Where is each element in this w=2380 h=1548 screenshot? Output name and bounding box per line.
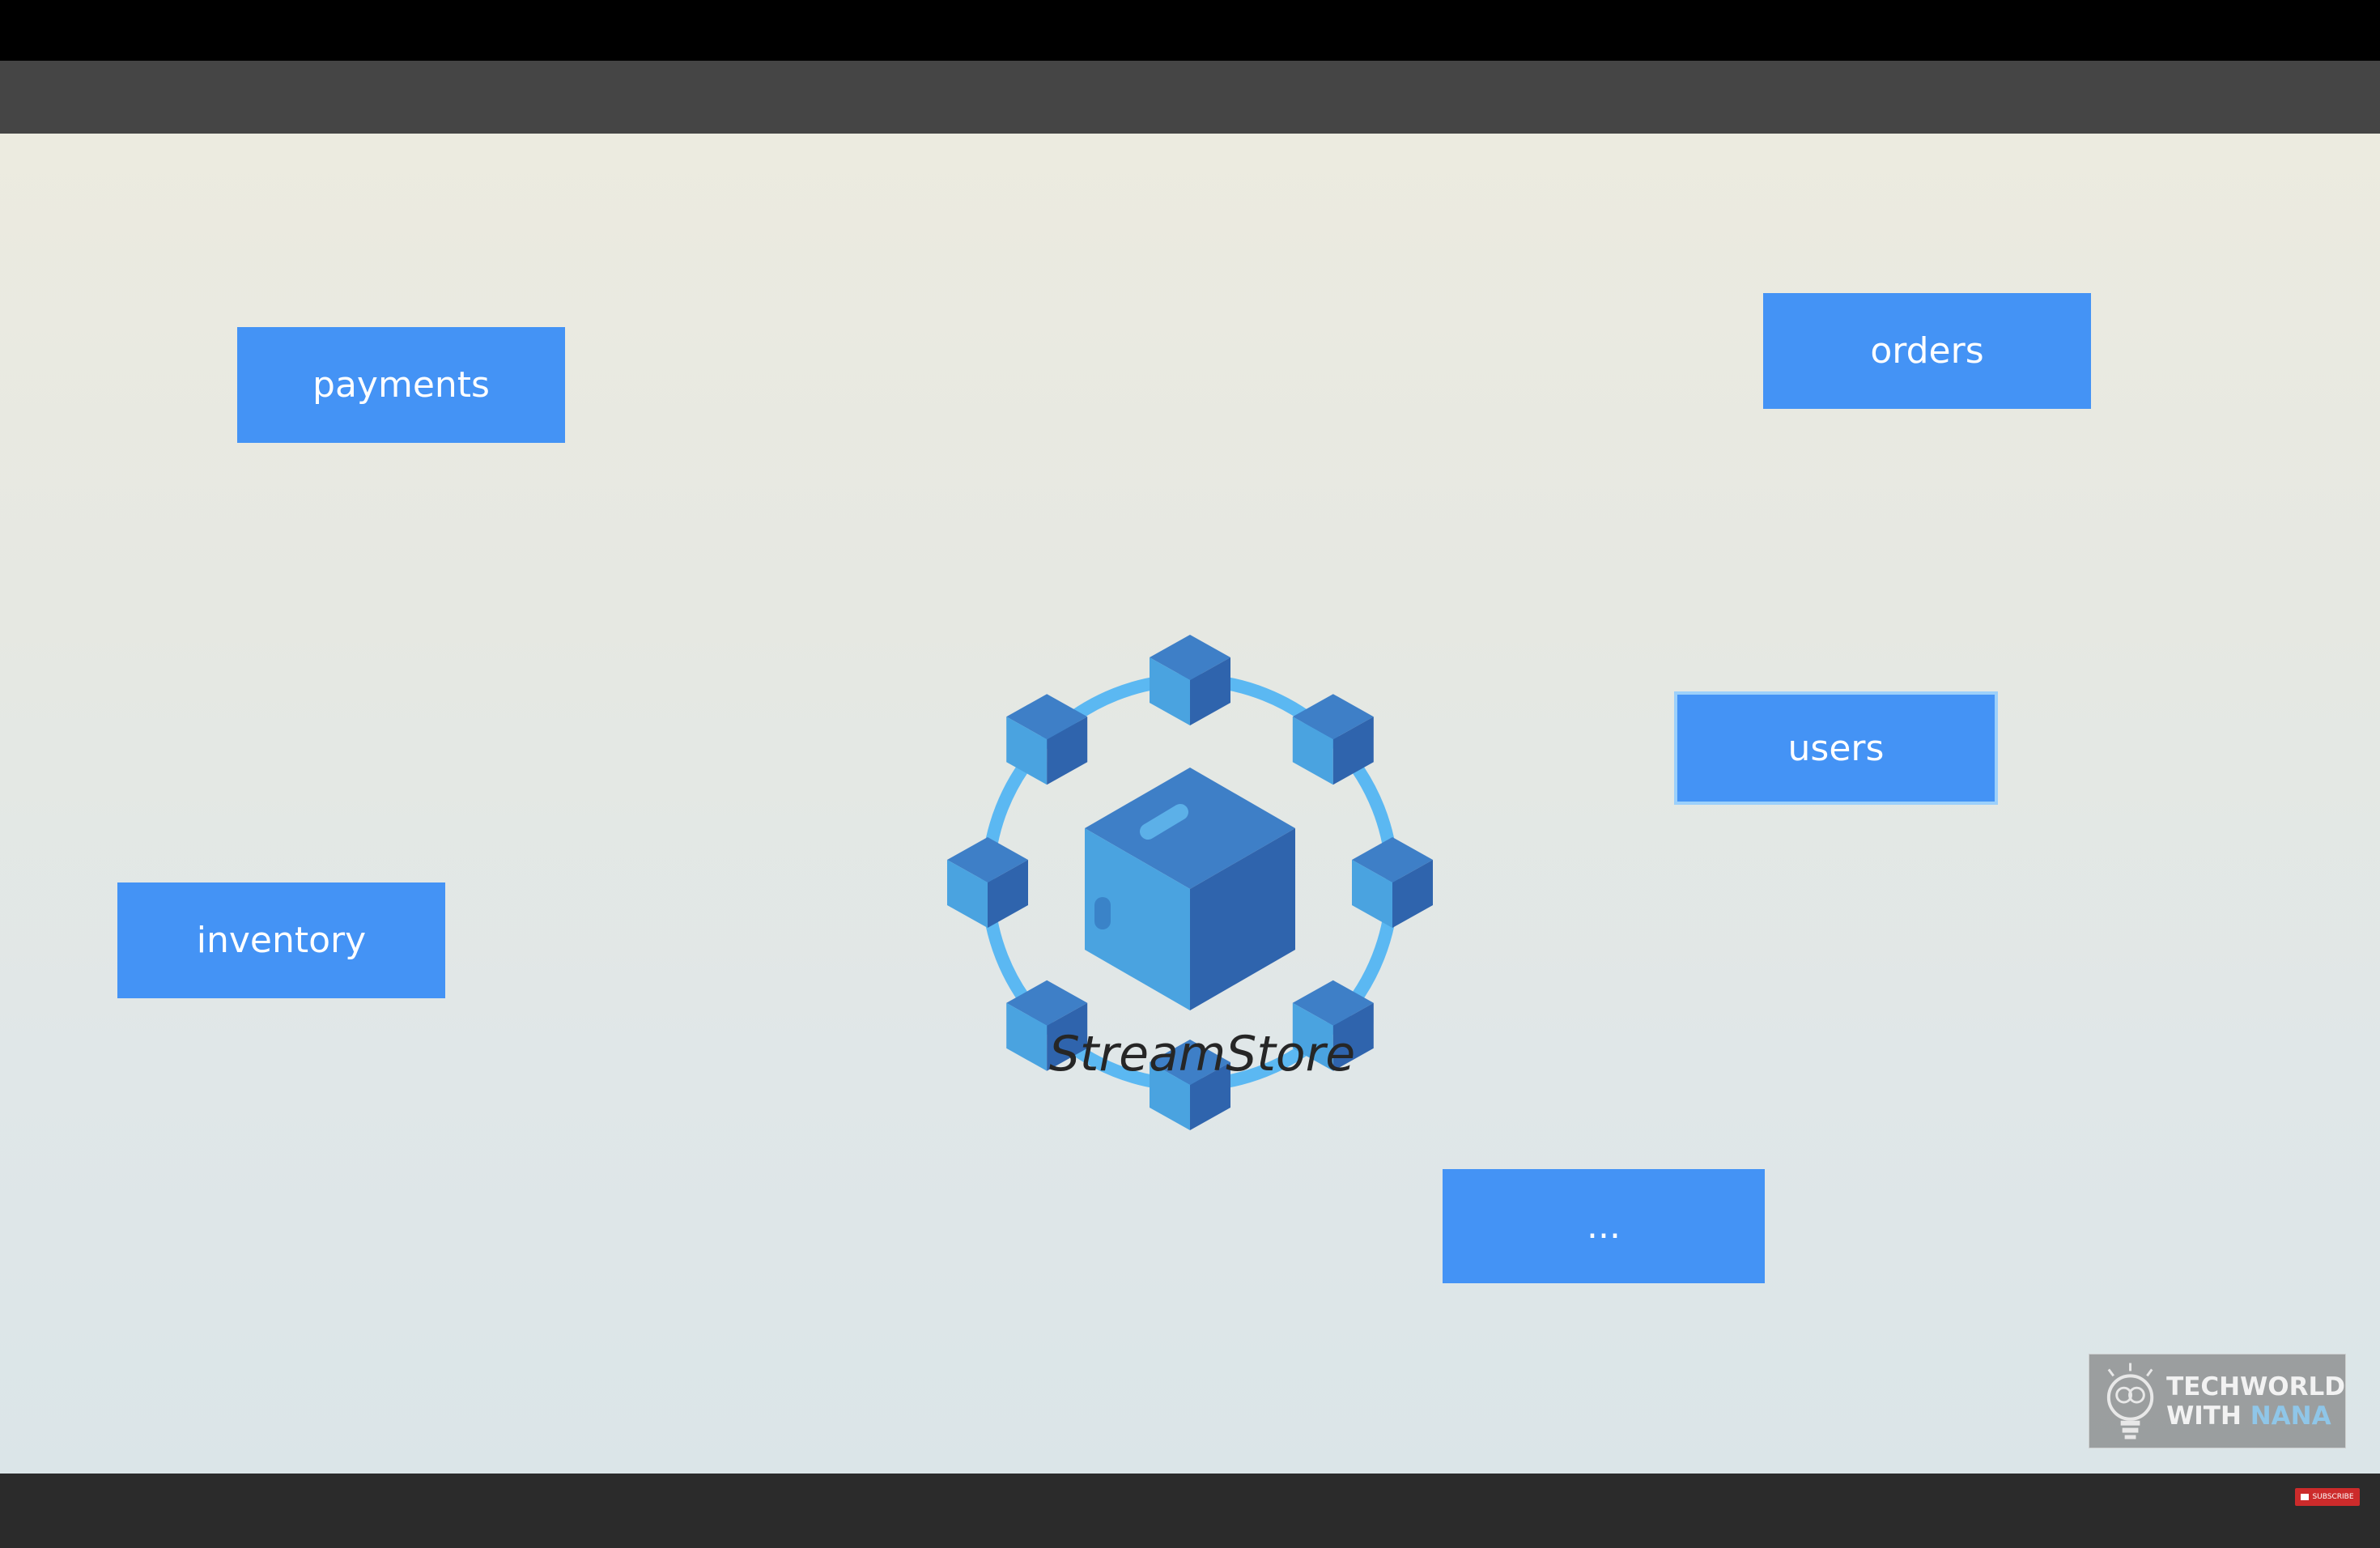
service-label-inventory: inventory [196, 920, 367, 961]
service-box-orders: orders [1763, 293, 2091, 409]
watermark-line1: TECHWORLD [2166, 1372, 2345, 1401]
watermark-line2-prefix: WITH [2166, 1401, 2250, 1431]
service-box-payments: payments [237, 327, 565, 443]
lightbulb-brain-icon [2106, 1363, 2154, 1439]
node-cube-icon [1150, 635, 1230, 725]
service-box-users: users [1674, 691, 1998, 805]
service-label-more: ... [1587, 1206, 1621, 1247]
subscribe-label: SUBSCRIBE [2312, 1493, 2354, 1501]
video-bottom-bar [0, 1474, 2380, 1548]
watermark-line2: WITH NANA [2166, 1401, 2345, 1431]
watermark-line2-highlight: NANA [2250, 1401, 2331, 1431]
service-label-users: users [1787, 727, 1885, 769]
node-cube-icon [947, 837, 1028, 928]
subscribe-button[interactable]: SUBSCRIBE [2295, 1488, 2360, 1506]
service-box-more: ... [1443, 1169, 1765, 1283]
slide-canvas: payments orders users inventory ... Stre… [0, 134, 2380, 1474]
node-cube-icon [1352, 837, 1433, 928]
video-top-bar [0, 0, 2380, 61]
play-icon [2301, 1494, 2310, 1500]
service-label-orders: orders [1870, 330, 1984, 372]
center-cube-icon [1085, 768, 1295, 1010]
streamstore-logo-icon [947, 635, 1433, 1130]
streamstore-title: StreamStore [1048, 1026, 1356, 1082]
watermark-text: TECHWORLD WITH NANA [2166, 1372, 2345, 1431]
service-box-inventory: inventory [117, 882, 445, 998]
channel-watermark: TECHWORLD WITH NANA [2089, 1354, 2346, 1448]
service-label-payments: payments [312, 364, 490, 406]
slide-header-bar [0, 61, 2380, 134]
